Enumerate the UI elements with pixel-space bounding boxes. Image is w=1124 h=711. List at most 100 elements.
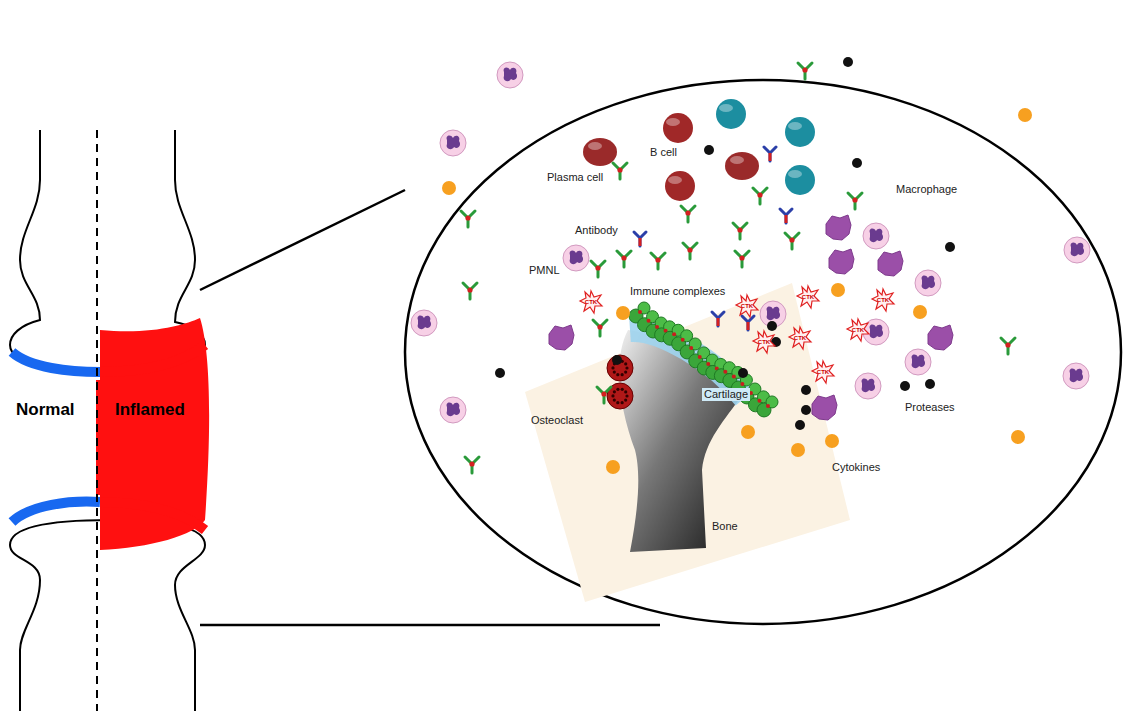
antibody (651, 253, 665, 269)
cytokine-tag: CTK (794, 335, 806, 342)
protease (801, 405, 811, 415)
protease (612, 355, 622, 365)
antibody-complex (764, 147, 776, 161)
osteoclast (607, 355, 633, 381)
protease (945, 242, 955, 252)
bone (619, 330, 742, 552)
part-label: Proteases (903, 401, 957, 414)
part-label: Immune complexes (628, 285, 727, 298)
antibody (785, 233, 799, 249)
cytokine (791, 443, 805, 457)
part-label: Antibody (573, 224, 620, 237)
cytokine-tag: CTK (741, 303, 753, 310)
cytokine-tag: CTK (585, 299, 597, 306)
part-label: B cell (648, 146, 679, 159)
protease (704, 145, 714, 155)
antibody (463, 283, 477, 299)
antibody (683, 243, 697, 259)
antibody (461, 211, 475, 227)
cytokine (606, 460, 620, 474)
antibody (1001, 338, 1015, 354)
antibody (465, 457, 479, 473)
antibody-complex (712, 312, 724, 326)
cytokine (1011, 430, 1025, 444)
b-cell (785, 165, 815, 195)
panel-label: Normal (14, 400, 77, 420)
protease (738, 368, 748, 378)
macrophage (549, 325, 574, 350)
cytokine (442, 181, 456, 195)
pmnl-cell (915, 270, 941, 296)
cytokine-burst (580, 291, 602, 313)
macrophage (928, 325, 953, 350)
pmnl-cell (905, 349, 931, 375)
pmnl-cell (855, 373, 881, 399)
cytokine (831, 283, 845, 297)
antibody (798, 63, 812, 79)
cytokine (825, 434, 839, 448)
pmnl-cell (497, 62, 523, 88)
antibody-complex (634, 232, 646, 246)
pmnl-cell (440, 397, 466, 423)
cytokine-tag: CTK (817, 369, 829, 376)
b-cell (663, 113, 693, 143)
cytokine-burst (847, 319, 869, 341)
cytokine (616, 306, 630, 320)
zoom-circle (405, 80, 1121, 624)
joint (10, 130, 209, 711)
cytokine-tag: CTK (877, 297, 889, 304)
plasma-cell (725, 152, 759, 180)
protease (852, 158, 862, 168)
pmnl-cell (1063, 363, 1089, 389)
antibody (753, 188, 767, 204)
panel-label: Inflamed (113, 400, 187, 420)
cytokine-burst (789, 327, 811, 349)
protease (767, 321, 777, 331)
pmnl-cell (411, 310, 437, 336)
antibody-complex (742, 316, 754, 330)
pmnl-cell (563, 245, 589, 271)
plasma-cell (583, 138, 617, 166)
pmnl-cell (1064, 237, 1090, 263)
macrophage (878, 251, 903, 276)
cytokine-burst (812, 361, 834, 383)
part-label: Plasma cell (545, 171, 605, 184)
protease (925, 379, 935, 389)
cytokine-tag: CTK (852, 327, 864, 334)
cytokine-burst (736, 295, 758, 317)
protease (900, 381, 910, 391)
antibody (848, 193, 862, 209)
pmnl-cell (440, 130, 466, 156)
part-label: Cytokines (830, 461, 882, 474)
antibody (681, 206, 695, 222)
protease (495, 368, 505, 378)
part-label: Macrophage (894, 183, 959, 196)
cytokine-burst (872, 289, 894, 311)
cytokine-burst (753, 331, 775, 353)
b-cell (716, 99, 746, 129)
antibody-complex (780, 209, 792, 223)
cytokine (1018, 108, 1032, 122)
cytokine-tag: CTK (758, 339, 770, 346)
antibody (613, 163, 627, 179)
tissue-patch (525, 283, 850, 602)
part-label: Osteoclast (529, 414, 585, 427)
antibody (593, 320, 607, 336)
immune-complexes (629, 302, 778, 417)
macrophage (812, 395, 837, 420)
protease (795, 420, 805, 430)
b-cell (785, 117, 815, 147)
antibody (735, 251, 749, 267)
part-label: Bone (710, 520, 740, 533)
antibody (597, 387, 611, 403)
cytokine-tag: CTK (802, 294, 814, 301)
macrophage (829, 249, 854, 274)
antibody (733, 223, 747, 239)
cytokine (913, 305, 927, 319)
protease (843, 57, 853, 67)
cytokine (741, 425, 755, 439)
pmnl-cell (863, 223, 889, 249)
b-cell (665, 171, 695, 201)
cytokine-burst (797, 286, 819, 308)
